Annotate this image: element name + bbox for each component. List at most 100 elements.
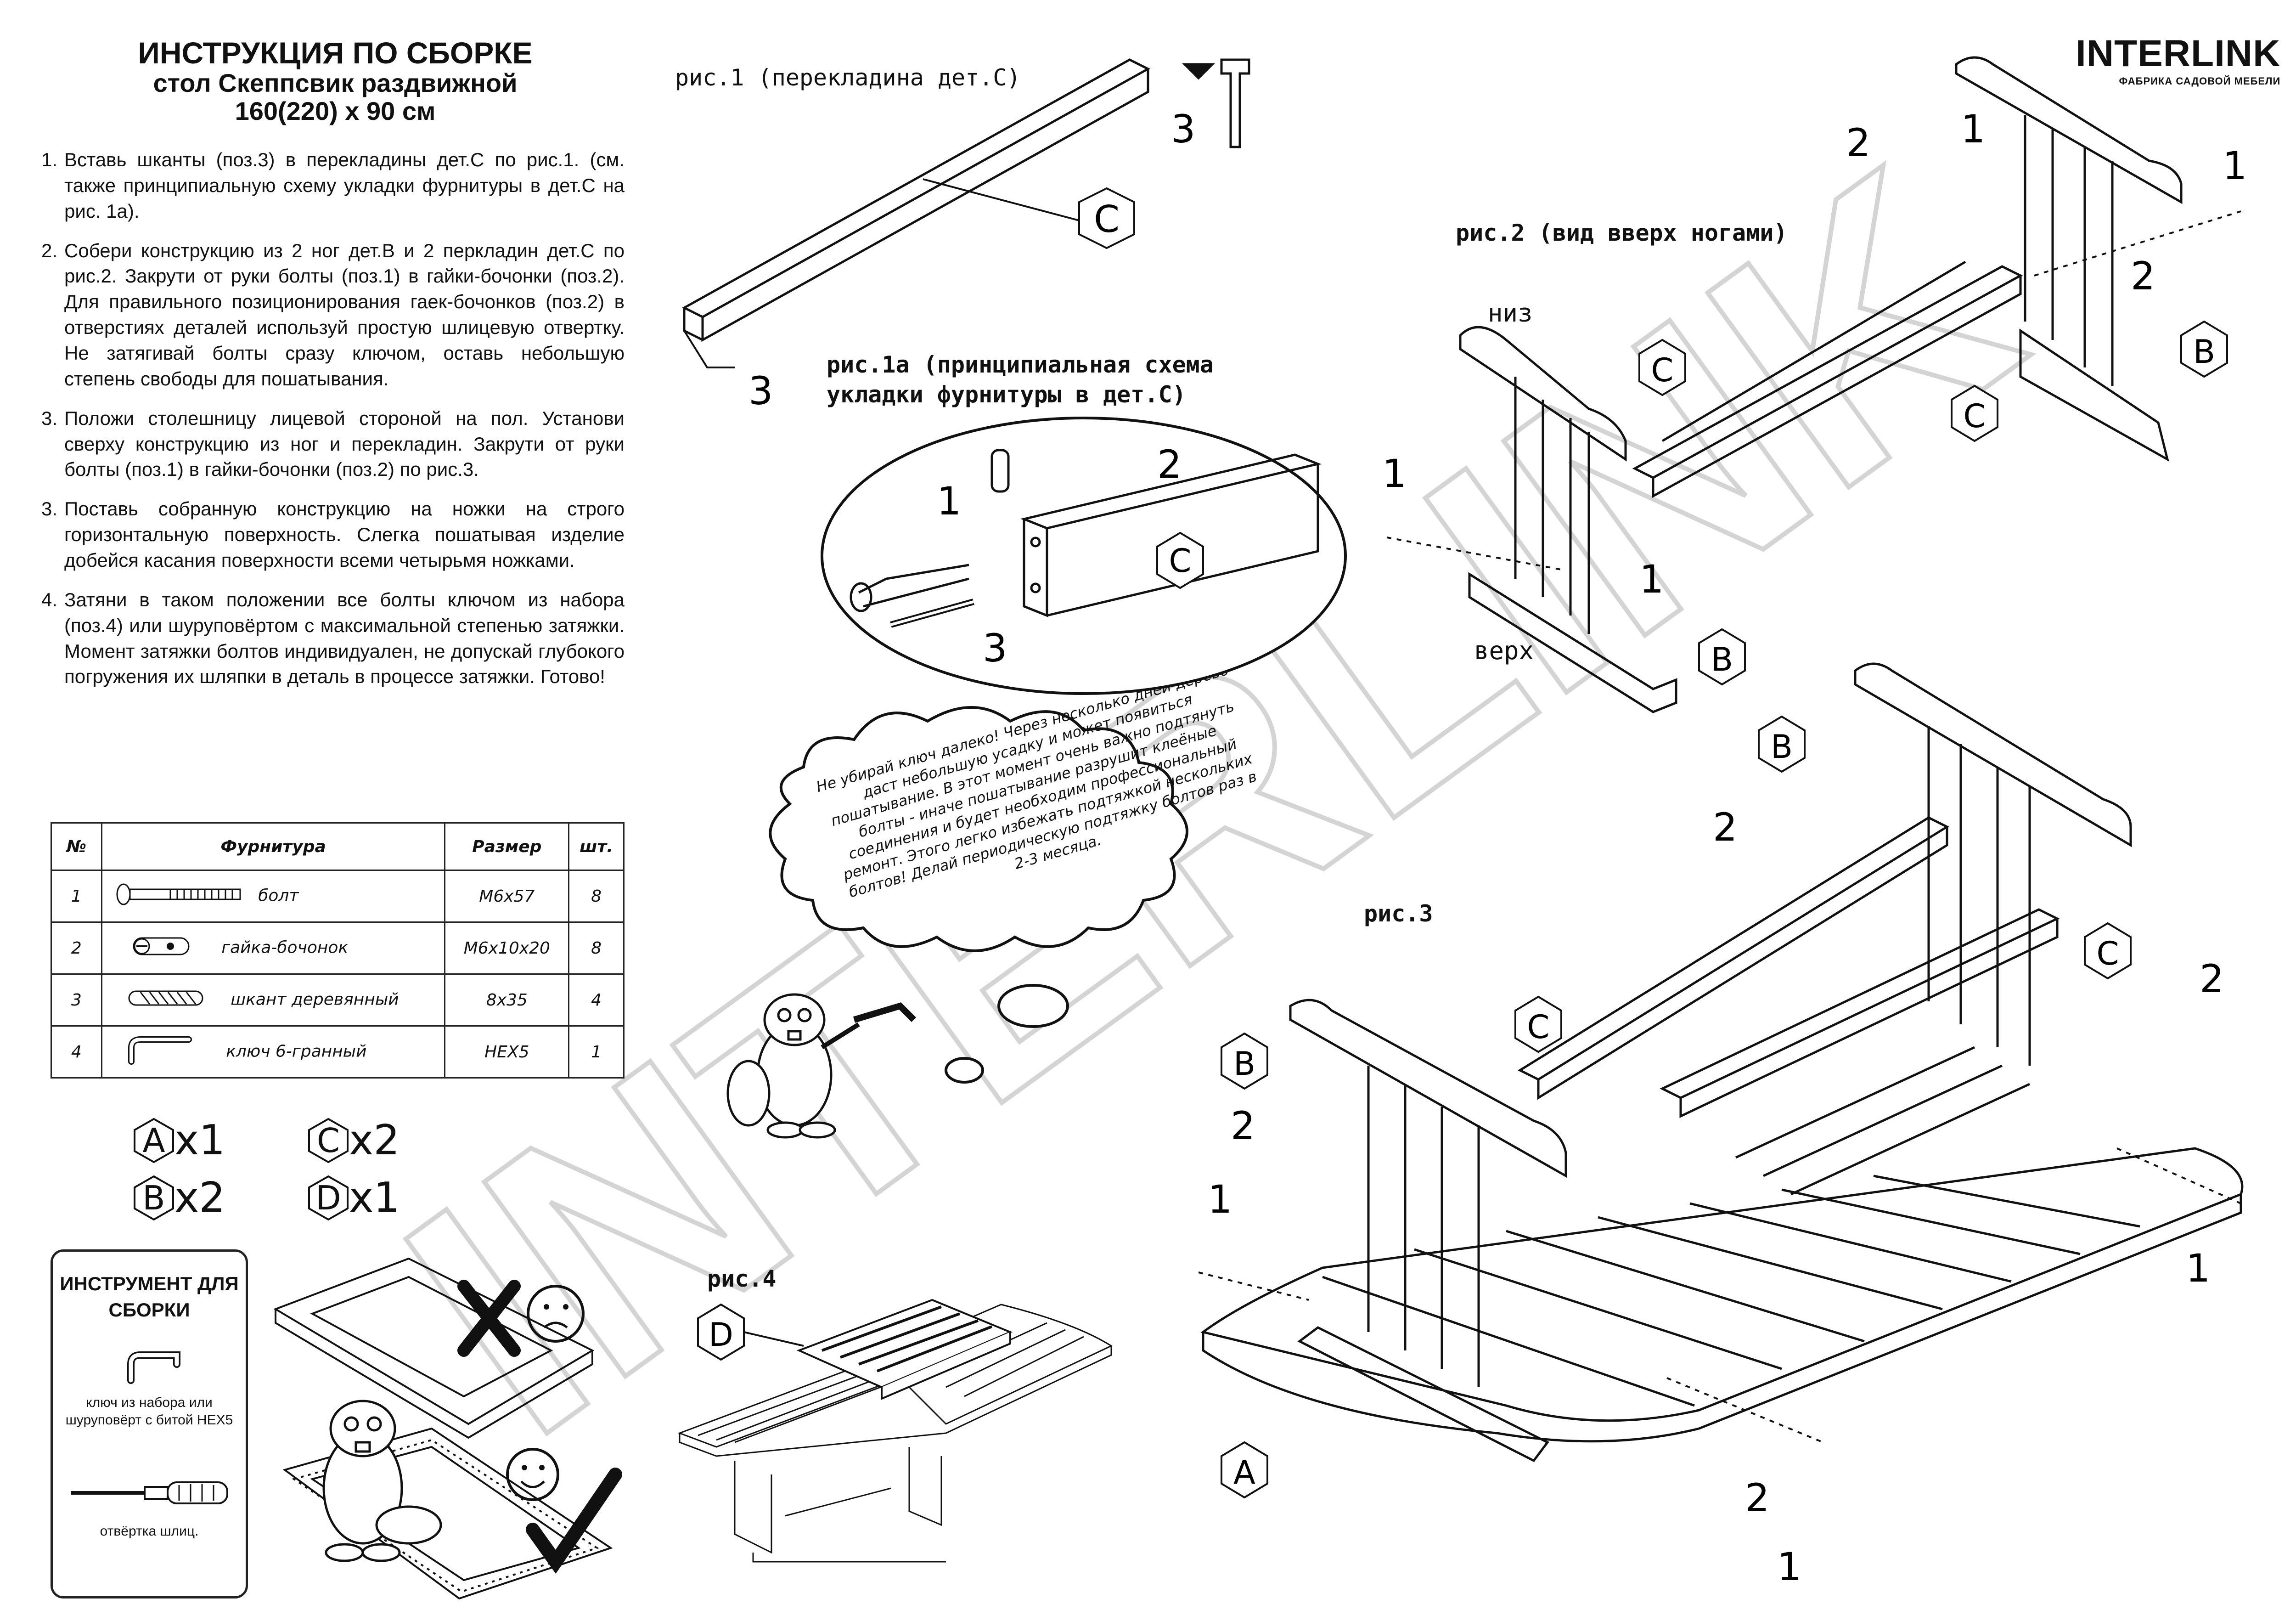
figure-2-drawing: C C B B 2 1 1 2 1 1 xyxy=(1382,56,2247,713)
row-hardware: болт xyxy=(101,870,446,923)
hexagon-icon: C xyxy=(308,1118,349,1164)
callout-1-label: 1 xyxy=(1382,451,1407,496)
figure-1a-caption-line1: рис.1а (принципиальная схема xyxy=(827,351,1214,378)
row-qty: 8 xyxy=(568,870,625,923)
part-count-c: C x2 xyxy=(308,1116,400,1164)
tip-illustration xyxy=(726,706,1188,1139)
part-count-a: A x1 xyxy=(133,1116,225,1164)
callout-1-label: 1 xyxy=(1639,557,1664,602)
figure-3-drawing: B C C B A 2 2 2 1 1 2 1 xyxy=(1198,662,2244,1589)
part-letter: C xyxy=(316,1121,340,1160)
callout-1-label: 1 xyxy=(1777,1544,1801,1589)
barrel-nut-icon xyxy=(124,932,198,964)
step-text: Поставь собранную конструкцию на ножки н… xyxy=(64,498,625,571)
header-qty: шт. xyxy=(568,822,625,871)
part-qty: x1 xyxy=(174,1116,225,1164)
row-no: 3 xyxy=(51,973,102,1027)
callout-1-label: 1 xyxy=(937,479,961,524)
figure-1-drawing: C 3 3 xyxy=(681,58,1250,413)
figure-4-drawing: D xyxy=(677,1299,1113,1563)
callout-c-label: C xyxy=(1964,397,1986,435)
row-size: HEX5 xyxy=(444,1025,570,1079)
figure-2-top-label: верх xyxy=(1474,636,1534,665)
callout-b-label: B xyxy=(1711,641,1733,678)
part-count-d: D x1 xyxy=(308,1174,400,1222)
callout-2-label: 2 xyxy=(2200,956,2224,1001)
floor-illustration xyxy=(273,1257,622,1600)
tool-title: ИНСТРУМЕНТ ДЛЯ СБОРКИ xyxy=(60,1273,239,1321)
step-number: 2. xyxy=(41,239,58,261)
callout-2-label: 2 xyxy=(1745,1475,1769,1520)
row-name: шкант деревянный xyxy=(231,990,399,1009)
row-name: ключ 6-гранный xyxy=(226,1042,367,1061)
callout-c-label: C xyxy=(1527,1008,1550,1046)
figure-2-bottom-label: низ xyxy=(1488,299,1533,328)
row-hardware: шкант деревянный xyxy=(101,973,446,1027)
callout-b-hexagon xyxy=(2180,320,2228,378)
callout-c-hexagon xyxy=(1078,187,1135,249)
table-header-row: № Фурнитура Размер шт. xyxy=(51,822,625,871)
callout-c-hexagon xyxy=(1638,339,1686,396)
step-item: 1.Вставь шканты (поз.3) в перекладины де… xyxy=(41,147,625,224)
row-hardware: гайка-бочонок xyxy=(101,921,446,975)
part-letter: B xyxy=(142,1178,165,1217)
row-hardware: ключ 6-гранный xyxy=(101,1025,446,1079)
figure-3-caption: рис.3 xyxy=(1364,900,1433,927)
row-qty: 4 xyxy=(568,973,625,1027)
happy-face-icon xyxy=(506,1448,622,1574)
callout-d-label: D xyxy=(709,1316,733,1354)
hardware-table: № Фурнитура Размер шт. 1 болт М6х57 8 2 … xyxy=(51,822,625,1079)
callout-b-hexagon xyxy=(1758,715,1806,773)
row-size: М6х57 xyxy=(444,870,570,923)
callout-1-label: 1 xyxy=(1208,1177,1232,1222)
row-no: 4 xyxy=(51,1025,102,1079)
assembly-steps: 1.Вставь шканты (поз.3) в перекладины де… xyxy=(41,147,625,703)
table-row: 4 ключ 6-гранный HEX5 1 xyxy=(51,1025,625,1079)
header-no: № xyxy=(51,822,102,871)
step-item: 4.Затяни в таком положении все болты клю… xyxy=(41,587,625,689)
screwdriver-icon xyxy=(71,1481,228,1504)
table-row: 3 шкант деревянный 8х35 4 xyxy=(51,973,625,1027)
hex-key-icon xyxy=(124,1034,193,1070)
row-no: 2 xyxy=(51,921,102,975)
callout-2-label: 2 xyxy=(2131,254,2155,299)
row-qty: 1 xyxy=(568,1025,625,1079)
row-qty: 8 xyxy=(568,921,625,975)
brand-logo: INTERLINK ФАБРИКА САДОВОЙ МЕБЕЛИ xyxy=(2076,32,2280,87)
callout-b-hexagon xyxy=(1221,1032,1268,1090)
title-main: ИНСТРУКЦИЯ ПО СБОРКЕ xyxy=(138,36,533,70)
figure-1a-drawing: C 1 2 3 xyxy=(821,417,1347,695)
callout-1-label: 1 xyxy=(1961,107,1985,152)
callout-a-hexagon xyxy=(1221,1441,1268,1499)
instruction-title: ИНСТРУКЦИЯ ПО СБОРКЕ стол Скеппсвик разд… xyxy=(37,36,634,125)
part-letter: A xyxy=(142,1121,165,1160)
callout-c-hexagon xyxy=(1156,531,1204,589)
step-number: 4. xyxy=(41,588,58,610)
table-row: 2 гайка-бочонок М6х10х20 8 xyxy=(51,921,625,975)
callout-c-label: C xyxy=(1169,542,1192,580)
step-item: 2. Собери конструкцию из 2 ног дет.В и 2 … xyxy=(41,238,625,392)
figure-1-caption: рис.1 (перекладина дет.С) xyxy=(675,64,1021,91)
hex-key-icon xyxy=(127,1351,180,1384)
header-size: Размер xyxy=(444,822,570,871)
callout-c-hexagon xyxy=(1951,384,1998,442)
part-count-b: B x2 xyxy=(133,1174,225,1222)
step-number: 1. xyxy=(41,149,58,170)
step-text: Собери конструкцию из 2 ног дет.В и 2 пе… xyxy=(64,239,625,390)
callout-b-hexagon xyxy=(1698,628,1746,686)
callout-c-label: C xyxy=(1094,198,1120,241)
callout-2-label: 2 xyxy=(1846,120,1870,165)
beaver-icon xyxy=(726,993,916,1139)
row-no: 1 xyxy=(51,870,102,923)
callout-3b-label: 3 xyxy=(748,368,773,413)
step-item: 3.Поставь собранную конструкцию на ножки… xyxy=(41,496,625,573)
callout-1-label: 1 xyxy=(2186,1246,2210,1291)
figure-1a-caption-line2: укладки фурнитуры в дет.С) xyxy=(827,381,1186,408)
tool-key-text: ключ из набора или шуруповёрт с битой HE… xyxy=(65,1395,233,1428)
callout-b-label: B xyxy=(1771,728,1793,766)
step-item: 3.Положи столешницу лицевой стороной на … xyxy=(41,406,625,483)
beaver-icon xyxy=(322,1400,442,1562)
callout-c-hexagon xyxy=(1514,995,1562,1053)
tool-screwdriver-text: отвёртка шлиц. xyxy=(100,1524,199,1539)
